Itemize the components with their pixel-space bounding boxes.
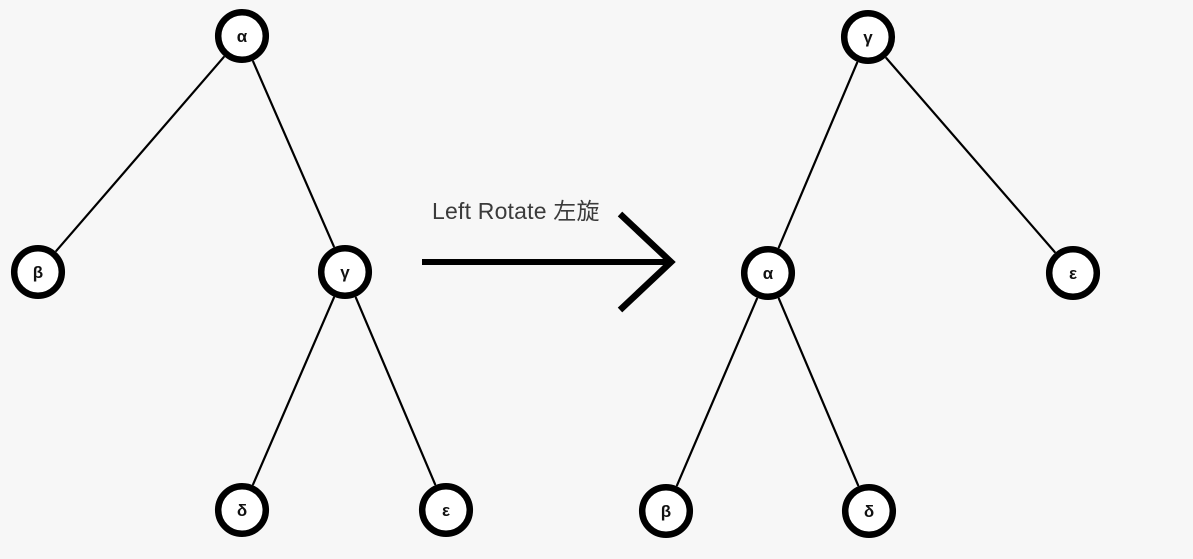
tree-node-after-gamma[interactable]: γ — [840, 9, 896, 65]
node-label-alpha: α — [237, 27, 248, 46]
node-label-delta: δ — [864, 502, 874, 521]
tree-node-after-alpha[interactable]: α — [740, 245, 796, 301]
tree-node-before-delta[interactable]: δ — [214, 482, 270, 538]
edges-layer — [55, 56, 1056, 487]
node-circle-gamma — [840, 9, 896, 65]
rotation-arrow — [422, 211, 676, 313]
node-circle-alpha — [214, 8, 270, 64]
node-label-beta: β — [33, 263, 43, 282]
tree-node-after-beta[interactable]: β — [638, 483, 694, 539]
tree-edge-after-gamma-alpha — [777, 61, 859, 249]
node-label-alpha: α — [763, 264, 774, 283]
nodes-layer: α β γ δ ε γ α ε β δ — [10, 8, 1101, 539]
node-circle-epsilon — [418, 482, 474, 538]
tree-node-before-gamma[interactable]: γ — [317, 244, 373, 300]
tree-node-after-delta[interactable]: δ — [841, 483, 897, 539]
tree-edge-after-alpha-beta — [675, 297, 759, 487]
node-circle-alpha — [740, 245, 796, 301]
tree-edge-after-alpha-delta — [777, 297, 860, 487]
tree-node-after-epsilon[interactable]: ε — [1045, 245, 1101, 301]
transform-label: Left Rotate 左旋 — [432, 198, 600, 224]
tree-node-before-alpha[interactable]: α — [214, 8, 270, 64]
node-label-beta: β — [661, 502, 671, 521]
node-circle-delta — [841, 483, 897, 539]
node-label-epsilon: ε — [1069, 264, 1077, 283]
tree-edge-after-gamma-epsilon — [885, 57, 1056, 253]
node-label-delta: δ — [237, 501, 247, 520]
tree-edge-before-alpha-beta — [55, 56, 225, 252]
node-circle-gamma — [317, 244, 373, 300]
node-circle-epsilon — [1045, 245, 1101, 301]
node-label-epsilon: ε — [442, 501, 450, 520]
node-circle-delta — [214, 482, 270, 538]
node-label-gamma: γ — [340, 263, 350, 282]
node-circle-beta — [638, 483, 694, 539]
tree-node-before-epsilon[interactable]: ε — [418, 482, 474, 538]
tree-edge-before-gamma-epsilon — [354, 296, 437, 486]
tree-edge-before-gamma-delta — [252, 296, 335, 486]
tree-node-before-beta[interactable]: β — [10, 244, 66, 300]
arrow-head-icon — [617, 211, 676, 313]
node-circle-beta — [10, 244, 66, 300]
tree-edge-before-alpha-gamma — [252, 60, 335, 248]
node-label-gamma: γ — [863, 28, 873, 47]
